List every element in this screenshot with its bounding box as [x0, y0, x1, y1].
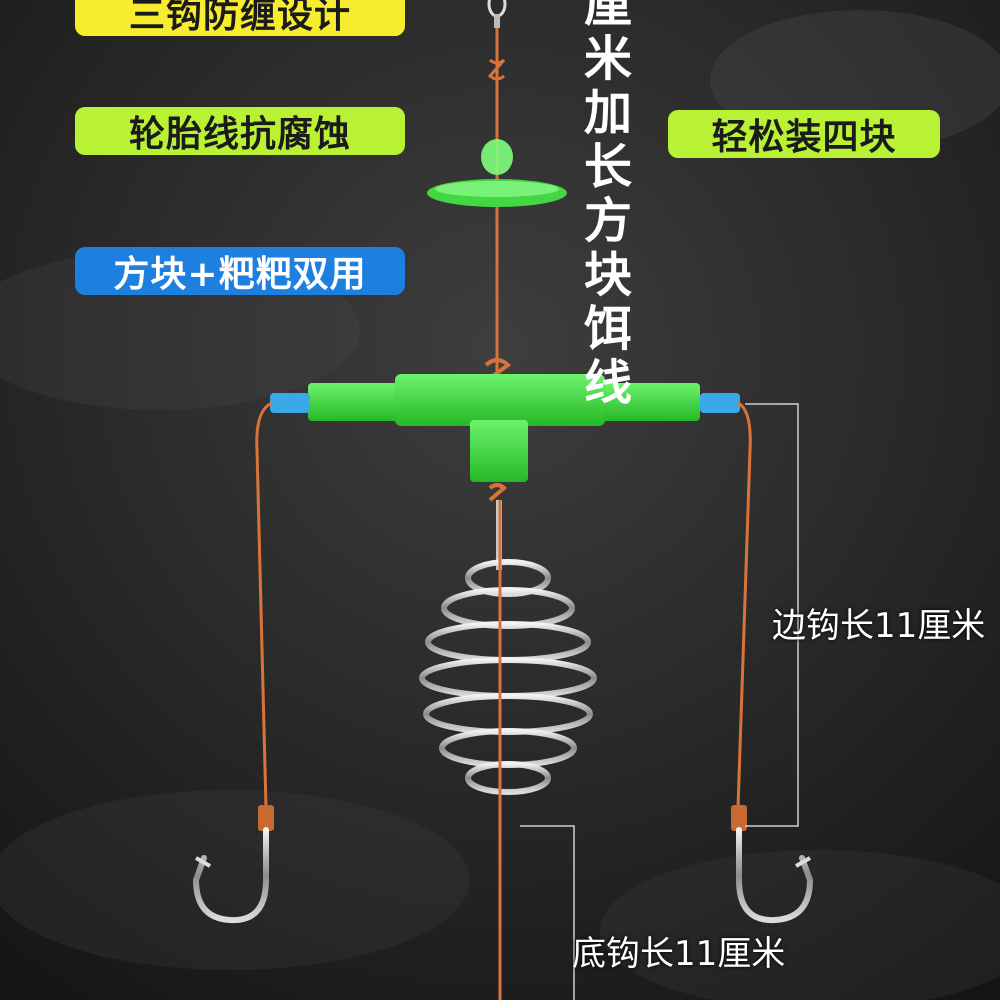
vertical-title: 厘米加长方块饵线 [583, 0, 632, 411]
feature-badge-tire-line: 轮胎线抗腐蚀 [75, 107, 405, 155]
line-knot [487, 58, 506, 81]
connector-tip-left [270, 393, 310, 413]
feature-badge-anti-tangle: 三钩防缠设计 [75, 0, 405, 36]
bottom-knot [488, 483, 508, 502]
feature-badge-easy-load: 轻松装四块 [668, 110, 940, 158]
snell-left [258, 805, 274, 831]
dimension-bracket-side [745, 403, 799, 827]
fish-silhouette [0, 790, 470, 970]
dimension-bracket-bottom [520, 825, 575, 1000]
snell-right [731, 805, 747, 831]
connector-tip-right [700, 393, 740, 413]
side-line-right [736, 401, 752, 809]
t-connector-icon [270, 374, 740, 482]
side-hook-length-label: 边钩长11厘米 [772, 606, 986, 646]
float-highlight [435, 181, 559, 197]
fish-silhouette [600, 850, 1000, 1000]
swivel-icon [487, 0, 507, 28]
bottom-hook-length-label: 底钩长11厘米 [572, 934, 786, 974]
bead-icon [481, 139, 513, 175]
fish-hook-icon [192, 827, 269, 924]
feature-badge-dual-use: 方块+粑粑双用 [75, 247, 405, 295]
side-line-left [255, 401, 273, 809]
fish-hook-icon [736, 827, 814, 924]
